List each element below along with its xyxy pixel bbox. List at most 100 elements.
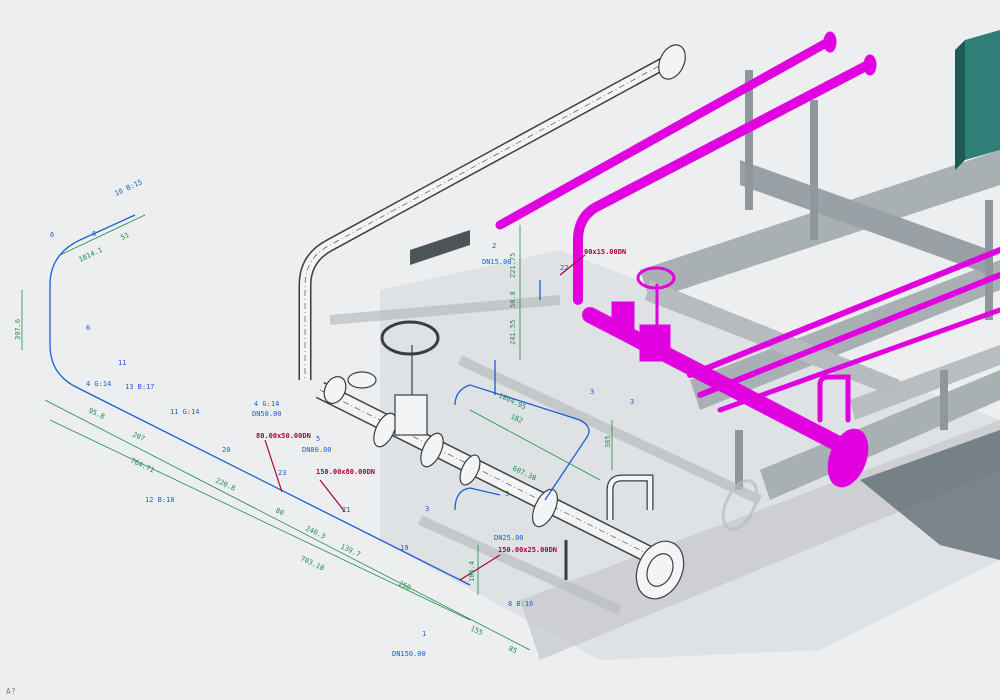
support-post-1 — [745, 70, 753, 210]
red-size-labels: 80.00x50.00DN 150.00x80.00DN 150.00x25.0… — [256, 248, 626, 554]
iso-line-branch — [454, 487, 501, 511]
iso-label: 2 — [492, 242, 496, 250]
dim-label: 220.8 — [214, 477, 236, 493]
dim-label: 221.75 — [509, 253, 517, 278]
iso-label: 11 G:14 — [170, 408, 200, 416]
green-dimension-labels: 1814.1 51 397.6 95.8 207 764.71 220.8 80… — [14, 231, 612, 655]
dim-label: 764.71 — [129, 457, 155, 475]
dim-label: 365 — [604, 435, 612, 448]
tee-flange — [323, 376, 347, 404]
iso-label: 3 — [425, 505, 429, 513]
skid-frame-beam-4 — [850, 345, 1000, 420]
iso-label: 1 — [422, 630, 426, 638]
magenta-long-run-2[interactable] — [697, 272, 1000, 398]
reducer-label: 150.00x80.00DN — [316, 468, 375, 476]
dim-label: 139.7 — [339, 543, 361, 559]
ghost-pipe-2 — [329, 295, 561, 325]
panel-front — [965, 30, 1000, 160]
leader-r1 — [264, 439, 283, 493]
panel-side — [955, 40, 965, 170]
iso-label: 10 B:15 — [113, 178, 143, 198]
iso-label: 19 — [400, 544, 408, 552]
dim-line-top — [59, 214, 146, 256]
iso-label: 5 — [316, 435, 320, 443]
dimension-lines — [21, 214, 613, 651]
dim-label: 50.8 — [509, 291, 517, 308]
magenta-pipe-upper-1[interactable] — [495, 37, 833, 230]
iso-label: 8 B:16 — [508, 600, 533, 608]
magenta-long-run-1[interactable] — [687, 247, 1000, 378]
iso-label: 11 — [118, 359, 126, 367]
red-leaders — [264, 254, 586, 581]
magenta-handwheel — [636, 266, 676, 290]
reducer-2 — [532, 488, 558, 528]
magenta-valve-body — [639, 324, 671, 362]
magenta-pipe-upper-2[interactable] — [573, 60, 873, 305]
dim-label: 240.3 — [304, 525, 326, 541]
dim-label: 51 — [119, 231, 130, 242]
iso-label: DN80.00 — [302, 446, 332, 454]
iso-label: 4 G:14 — [86, 380, 111, 388]
reducer-label: 00x15.00DN — [584, 248, 626, 256]
magenta-bypass-loop — [817, 374, 851, 423]
iso-label: DN25.00 — [494, 534, 524, 542]
skid-frame-beam-1 — [640, 150, 1000, 300]
iso-label: 3 — [505, 490, 509, 498]
magenta-flange-outlet — [827, 428, 869, 488]
support-post-5 — [735, 430, 743, 490]
support-post-4 — [940, 370, 948, 430]
iso-label: DN50.00 — [252, 410, 282, 418]
dim-line-bottom-1 — [49, 419, 471, 621]
skid-base-plate — [380, 250, 1000, 660]
handwheel — [380, 320, 440, 356]
skid-dark-plate — [860, 430, 1000, 560]
viewport-corner-label: A? — [6, 687, 16, 696]
skid-dark-plate-2 — [410, 230, 470, 265]
dim-label: 703.18 — [299, 555, 325, 573]
dim-label: 241.55 — [509, 320, 517, 345]
iso-label: 6 — [50, 231, 54, 239]
iso-label: 3 — [590, 388, 594, 396]
isometric-sketch — [49, 214, 590, 586]
flange-valve-1 — [373, 412, 397, 448]
highlighted-piping[interactable] — [495, 31, 1000, 492]
blue-annotation-labels: 10 B:15 6 6 6 11 4 G:14 13 B:17 11 G:14 … — [50, 178, 634, 658]
iso-label: DN15.00 — [482, 258, 512, 266]
dim-label: 1814.1 — [77, 246, 103, 264]
flange-valve-2 — [420, 432, 444, 468]
leader-r2 — [319, 479, 346, 513]
magenta-flange-2 — [863, 54, 877, 76]
ghost-piping — [329, 295, 763, 615]
iso-label: 20 — [222, 446, 230, 454]
outline-piping — [298, 44, 686, 600]
iso-line-upper — [49, 214, 471, 586]
skid-cross-beam-1 — [740, 160, 990, 275]
support-post-2 — [810, 100, 818, 240]
control-panel[interactable] — [955, 30, 1000, 170]
reducer-label: 150.00x25.00DN — [498, 546, 557, 554]
dim-label: 80 — [274, 507, 285, 518]
ghost-pipe-3 — [417, 515, 623, 615]
iso-label: 12 B:18 — [145, 496, 175, 504]
iso-label: 13 B:17 — [125, 383, 155, 391]
magenta-long-run-3[interactable] — [717, 307, 1000, 413]
iso-label: 6 — [86, 324, 90, 332]
iso-label: 6 — [92, 230, 96, 238]
dim-label: 106.4 — [468, 561, 476, 582]
dim-line-bottom-2 — [44, 399, 531, 651]
skid-frame — [380, 70, 1000, 660]
reducer-label: 80.00x50.00DN — [256, 432, 311, 440]
ghost-flange-1 — [721, 479, 759, 531]
iso-label: 3 — [630, 398, 634, 406]
reducer-1 — [459, 454, 481, 486]
leader-r3 — [459, 554, 501, 581]
flange-outlet — [635, 540, 685, 600]
magenta-main-run[interactable] — [582, 307, 858, 458]
leader-r4 — [559, 254, 586, 276]
tee-top — [347, 371, 377, 389]
dim-line-right-diag — [469, 409, 601, 481]
dim-label: 397.6 — [14, 319, 22, 340]
dim-label: 85 — [507, 645, 518, 656]
